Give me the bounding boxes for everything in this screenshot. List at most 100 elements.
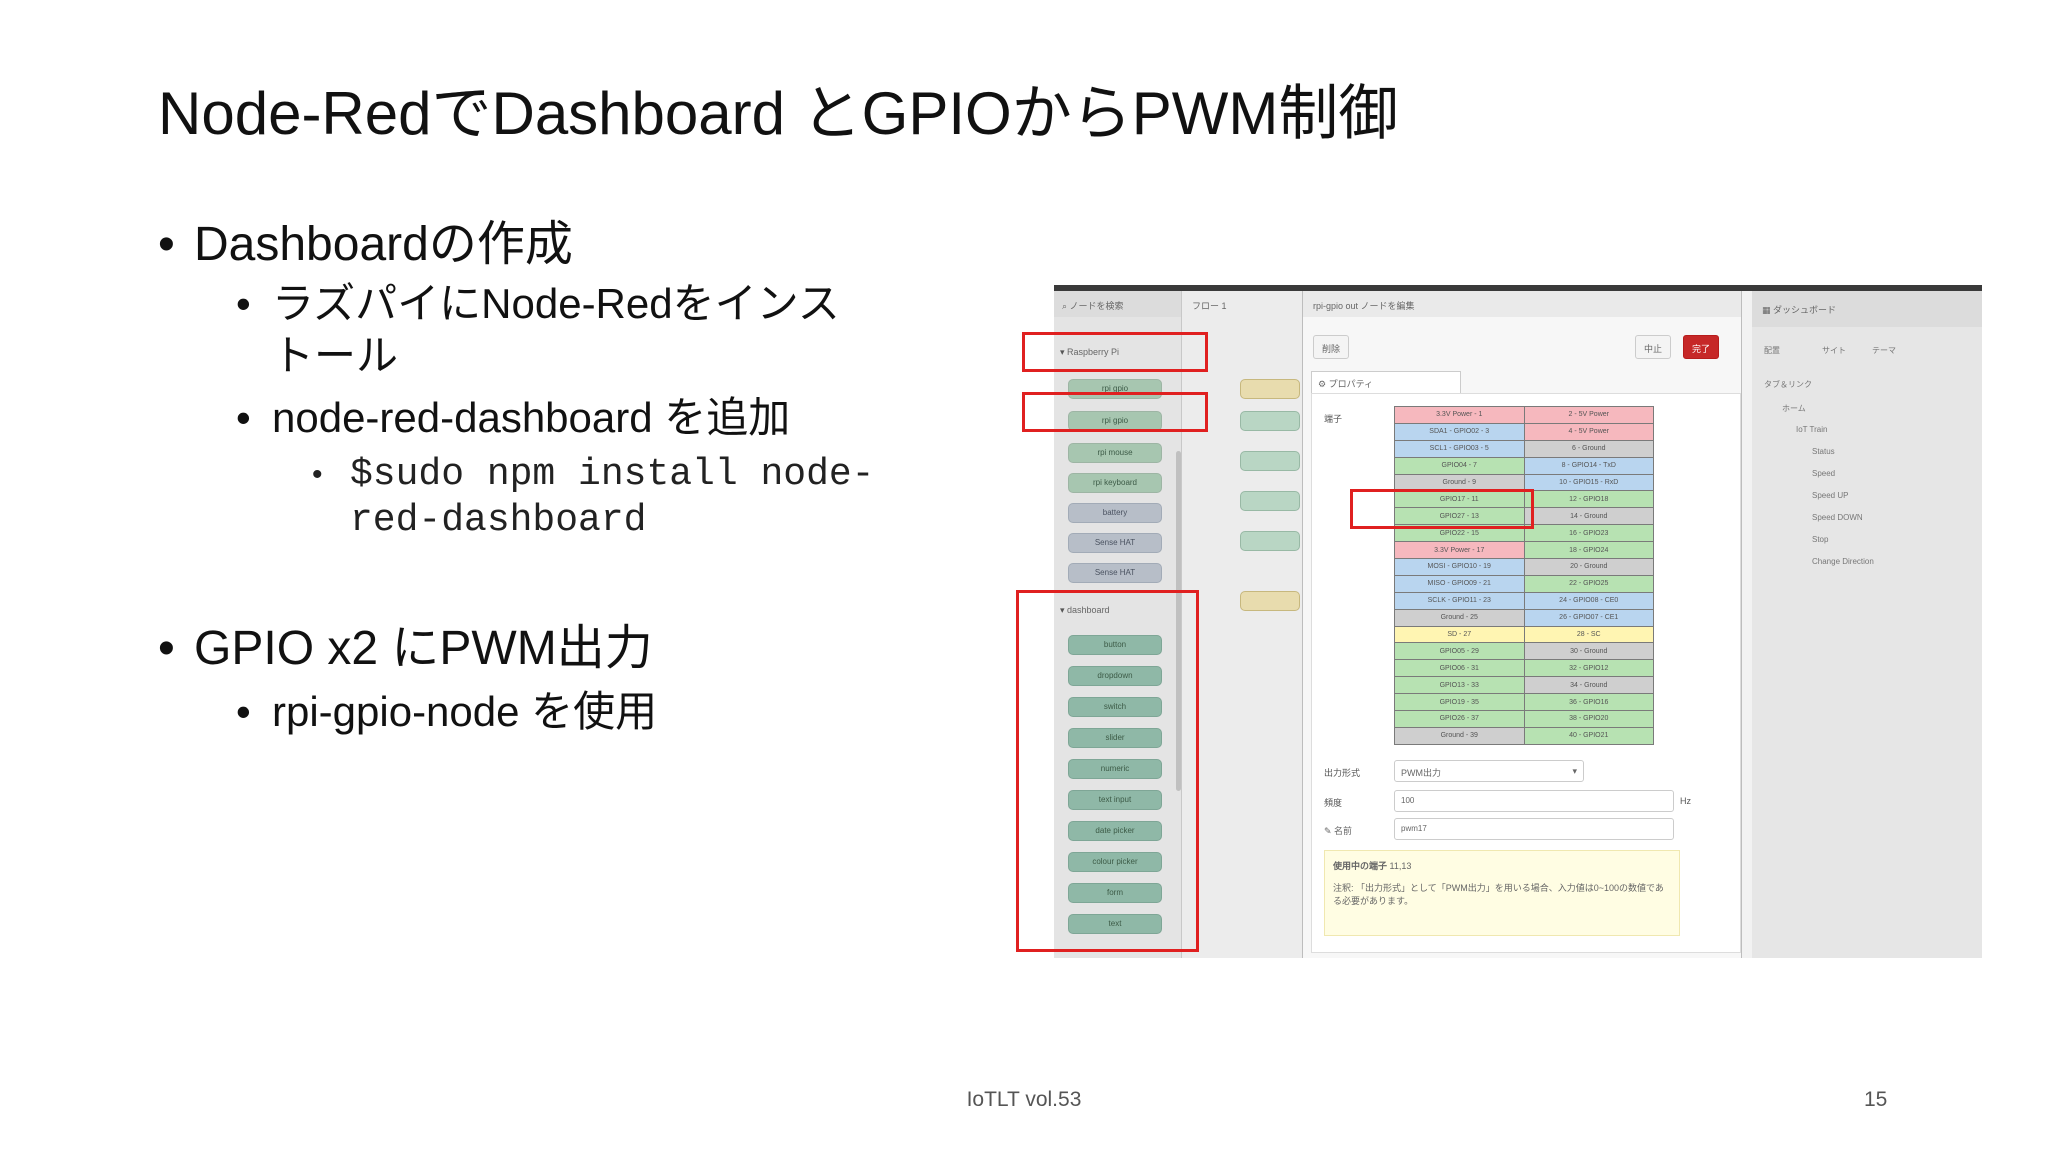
done-button[interactable]: 完了 [1683,335,1720,359]
flow-node[interactable] [1240,411,1300,431]
bullet-npm-command: $sudo npm install node-red-dashboard [312,452,912,544]
pin-cell[interactable]: 40 - GPIO21 [1523,726,1654,745]
node-edit-dialog: rpi-gpio out ノードを編集 削除 中止 完了 ⚙ プロパティ 端子 … [1302,291,1742,958]
pin-cell[interactable]: SCL1 - GPIO03 - 5 [1394,439,1525,458]
palette-node[interactable]: text [1068,914,1162,934]
palette-node[interactable]: text input [1068,790,1162,810]
pin-cell[interactable]: MISO - GPIO09 - 21 [1394,574,1525,593]
pin-cell[interactable]: MOSI - GPIO10 - 19 [1394,558,1525,576]
flow-canvas[interactable]: フロー 1 [1182,291,1306,958]
pin-cell[interactable]: 8 - GPIO14 - TxD [1523,456,1654,475]
search-icon: ⌕ [1062,301,1070,311]
sidebar-home[interactable]: ホーム [1782,404,1806,413]
sidebar-item[interactable]: Speed UP [1812,491,1849,500]
palette-node[interactable]: dropdown [1068,666,1162,686]
pin-cell[interactable]: SDA1 - GPIO02 - 3 [1394,422,1525,441]
pin-cell[interactable]: GPIO19 - 35 [1394,693,1525,712]
palette-node[interactable]: colour picker [1068,852,1162,872]
tabs-links-section: タブ＆リンク [1764,380,1812,389]
pin-label: 端子 [1324,414,1343,424]
palette-node[interactable]: battery [1068,503,1162,523]
sidebar-item[interactable]: Speed DOWN [1812,513,1863,522]
highlight-selected-pins [1350,489,1534,529]
sidebar-tab-theme[interactable]: テーマ [1872,346,1896,355]
pin-cell[interactable]: 3.3V Power - 17 [1394,541,1525,560]
pin-cell[interactable]: 36 - GPIO16 [1523,693,1654,712]
chevron-down-icon: ▾ [1572,766,1577,776]
flow-node[interactable] [1240,451,1300,471]
palette-node[interactable]: Sense HAT [1068,533,1162,553]
pin-cell[interactable]: 16 - GPIO23 [1523,524,1654,543]
pin-cell[interactable]: 18 - GPIO24 [1523,541,1654,560]
pin-cell[interactable]: SCLK - GPIO11 - 23 [1394,591,1525,610]
flow-node[interactable] [1240,531,1300,551]
pin-cell[interactable]: 22 - GPIO25 [1523,574,1654,593]
pin-cell[interactable]: 3.3V Power - 1 [1394,406,1525,424]
flow-node[interactable] [1240,491,1300,511]
name-input[interactable]: pwm17 [1394,818,1674,840]
sidebar-tab-layout[interactable]: 配置 [1764,346,1780,355]
palette-node[interactable]: switch [1068,697,1162,717]
sidebar-item[interactable]: Speed [1812,469,1836,478]
pin-cell[interactable]: GPIO13 - 33 [1394,676,1525,695]
sidebar-item[interactable]: Stop [1812,535,1829,544]
bullet-dashboard: Dashboardの作成 [158,212,958,278]
sidebar-group[interactable]: IoT Train [1796,425,1828,434]
output-type-select[interactable]: PWM出力 ▾ [1394,760,1584,782]
palette-node[interactable]: form [1068,883,1162,903]
name-label: ✎ 名前 [1324,826,1353,836]
palette-node[interactable]: button [1068,635,1162,655]
cancel-button[interactable]: 中止 [1635,335,1672,359]
palette-node[interactable]: rpi keyboard [1068,473,1162,493]
bullet-add-dashboard: node-red-dashboard を追加 [236,392,958,444]
pins-in-use-info: 使用中の端子 11,13 注釈: 「出力形式」として「PWM出力」を用いる場合、… [1324,850,1680,936]
properties-tab[interactable]: ⚙ プロパティ [1311,371,1461,393]
flow-node[interactable] [1240,591,1300,611]
pin-cell-selected[interactable]: GPIO27 - 13 [1394,507,1525,526]
chart-icon: ▦ [1762,305,1774,315]
pin-cell[interactable]: 26 - GPIO07 - CE1 [1523,608,1654,627]
pin-cell[interactable]: Ground - 25 [1394,608,1525,627]
pin-cell[interactable]: GPIO05 - 29 [1394,642,1525,661]
palette-node[interactable]: Sense HAT [1068,563,1162,583]
frequency-input[interactable]: 100 [1394,790,1674,812]
flow-node[interactable] [1240,379,1300,399]
pin-cell[interactable]: SD - 27 [1394,625,1525,644]
sidebar-title[interactable]: ▦ ダッシュボード [1752,291,1982,327]
palette-node[interactable]: date picker [1068,821,1162,841]
palette-search[interactable]: ⌕ ノードを検索 [1054,291,1181,317]
pin-cell[interactable]: Ground - 39 [1394,726,1525,745]
pin-cell[interactable]: 14 - Ground [1523,507,1654,526]
pin-cell[interactable]: 34 - Ground [1523,676,1654,695]
pin-cell[interactable]: 24 - GPIO08 - CE0 [1523,591,1654,610]
palette-node[interactable]: numeric [1068,759,1162,779]
palette-node[interactable]: slider [1068,728,1162,748]
palette-node[interactable]: rpi mouse [1068,443,1162,463]
bullet-gpio-pwm: GPIO x2 にPWM出力 [158,616,958,682]
pin-cell[interactable]: 32 - GPIO12 [1523,659,1654,678]
pin-cell[interactable]: 28 - SC [1523,625,1654,644]
pin-cell[interactable]: GPIO04 - 7 [1394,456,1525,475]
palette-scrollbar[interactable] [1176,451,1181,791]
pin-cell[interactable]: 38 - GPIO20 [1523,710,1654,728]
footer-event: IoTLT vol.53 [966,1088,1082,1111]
pin-cell[interactable]: 6 - Ground [1523,439,1654,458]
pin-cell[interactable]: 10 - GPIO15 - RxD [1523,473,1654,492]
frequency-label: 頻度 [1324,798,1343,808]
palette-category-dashboard[interactable]: ▾ dashboard [1060,605,1110,615]
pin-cell[interactable]: 4 - 5V Power [1523,422,1654,441]
sidebar-item[interactable]: Change Direction [1812,557,1874,566]
pin-cell[interactable]: 12 - GPIO18 [1523,490,1654,509]
pin-cell[interactable]: 2 - 5V Power [1523,406,1654,424]
pin-cell[interactable]: GPIO06 - 31 [1394,659,1525,678]
delete-button[interactable]: 削除 [1313,335,1350,359]
pin-cell[interactable]: GPIO26 - 37 [1394,710,1525,728]
pin-cell[interactable]: 20 - Ground [1523,558,1654,576]
highlight-raspberry-category [1022,332,1208,372]
flow-tab[interactable]: フロー 1 [1192,301,1227,311]
sidebar-tab-site[interactable]: サイト [1822,346,1846,355]
dashboard-sidebar: ▦ ダッシュボード 配置 サイト テーマ タブ＆リンク ホーム IoT Trai… [1752,291,1982,958]
palette-category-raspberry[interactable]: ▾ Raspberry Pi [1060,347,1120,357]
sidebar-item[interactable]: Status [1812,447,1835,456]
pin-cell[interactable]: 30 - Ground [1523,642,1654,661]
